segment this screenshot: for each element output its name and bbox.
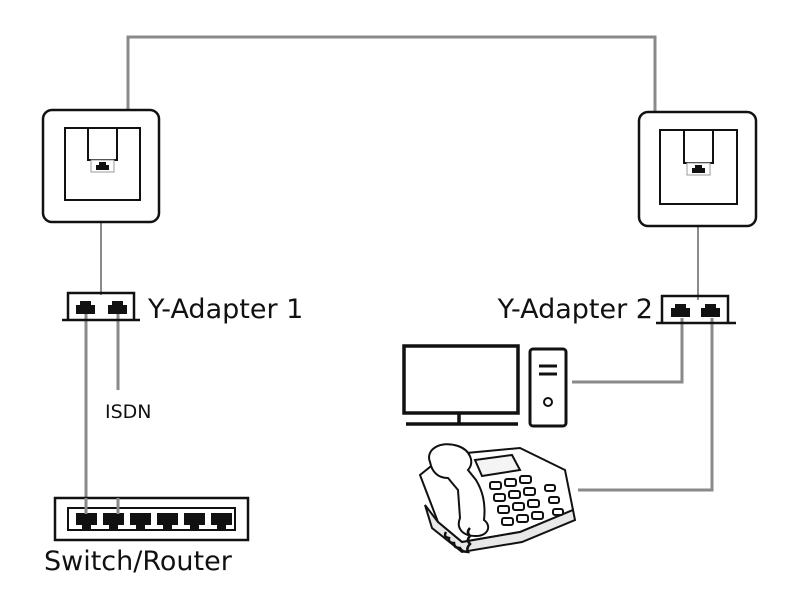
switch-port-3 (130, 513, 151, 529)
y-adapter-2-label: Y-Adapter 2 (497, 294, 653, 325)
rj45-port-icon (76, 301, 95, 314)
switch-port-4 (157, 513, 178, 529)
telephone-icon (418, 443, 577, 554)
switch-icon (53, 496, 250, 542)
rj45-port-icon (671, 304, 690, 317)
cable-adapter2-to-computer (572, 318, 684, 384)
phone-cord (443, 527, 472, 554)
switch-port-6 (211, 513, 232, 529)
cables (84, 35, 714, 520)
switch-router-label: Switch/Router (44, 546, 233, 577)
isdn-label: ISDN (105, 401, 152, 423)
rj45-port-icon (686, 162, 711, 176)
switch-port-5 (184, 513, 205, 529)
keypad (489, 475, 564, 526)
computer-icon (402, 344, 568, 428)
wall-socket-1 (41, 108, 161, 224)
y-adapter-1-label: Y-Adapter 1 (147, 294, 303, 325)
cable-adapter2-to-telephone (578, 318, 714, 492)
wall-socket-2 (637, 110, 758, 228)
rj45-port-icon (108, 301, 127, 314)
switch-port-2 (103, 513, 124, 529)
rj45-port-icon (90, 159, 115, 173)
y-adapter-2 (656, 294, 736, 325)
switch-port-1 (76, 513, 97, 529)
rj45-port-icon (701, 304, 720, 317)
y-adapter-1 (62, 291, 140, 322)
cable-socket-to-socket (126, 35, 657, 112)
